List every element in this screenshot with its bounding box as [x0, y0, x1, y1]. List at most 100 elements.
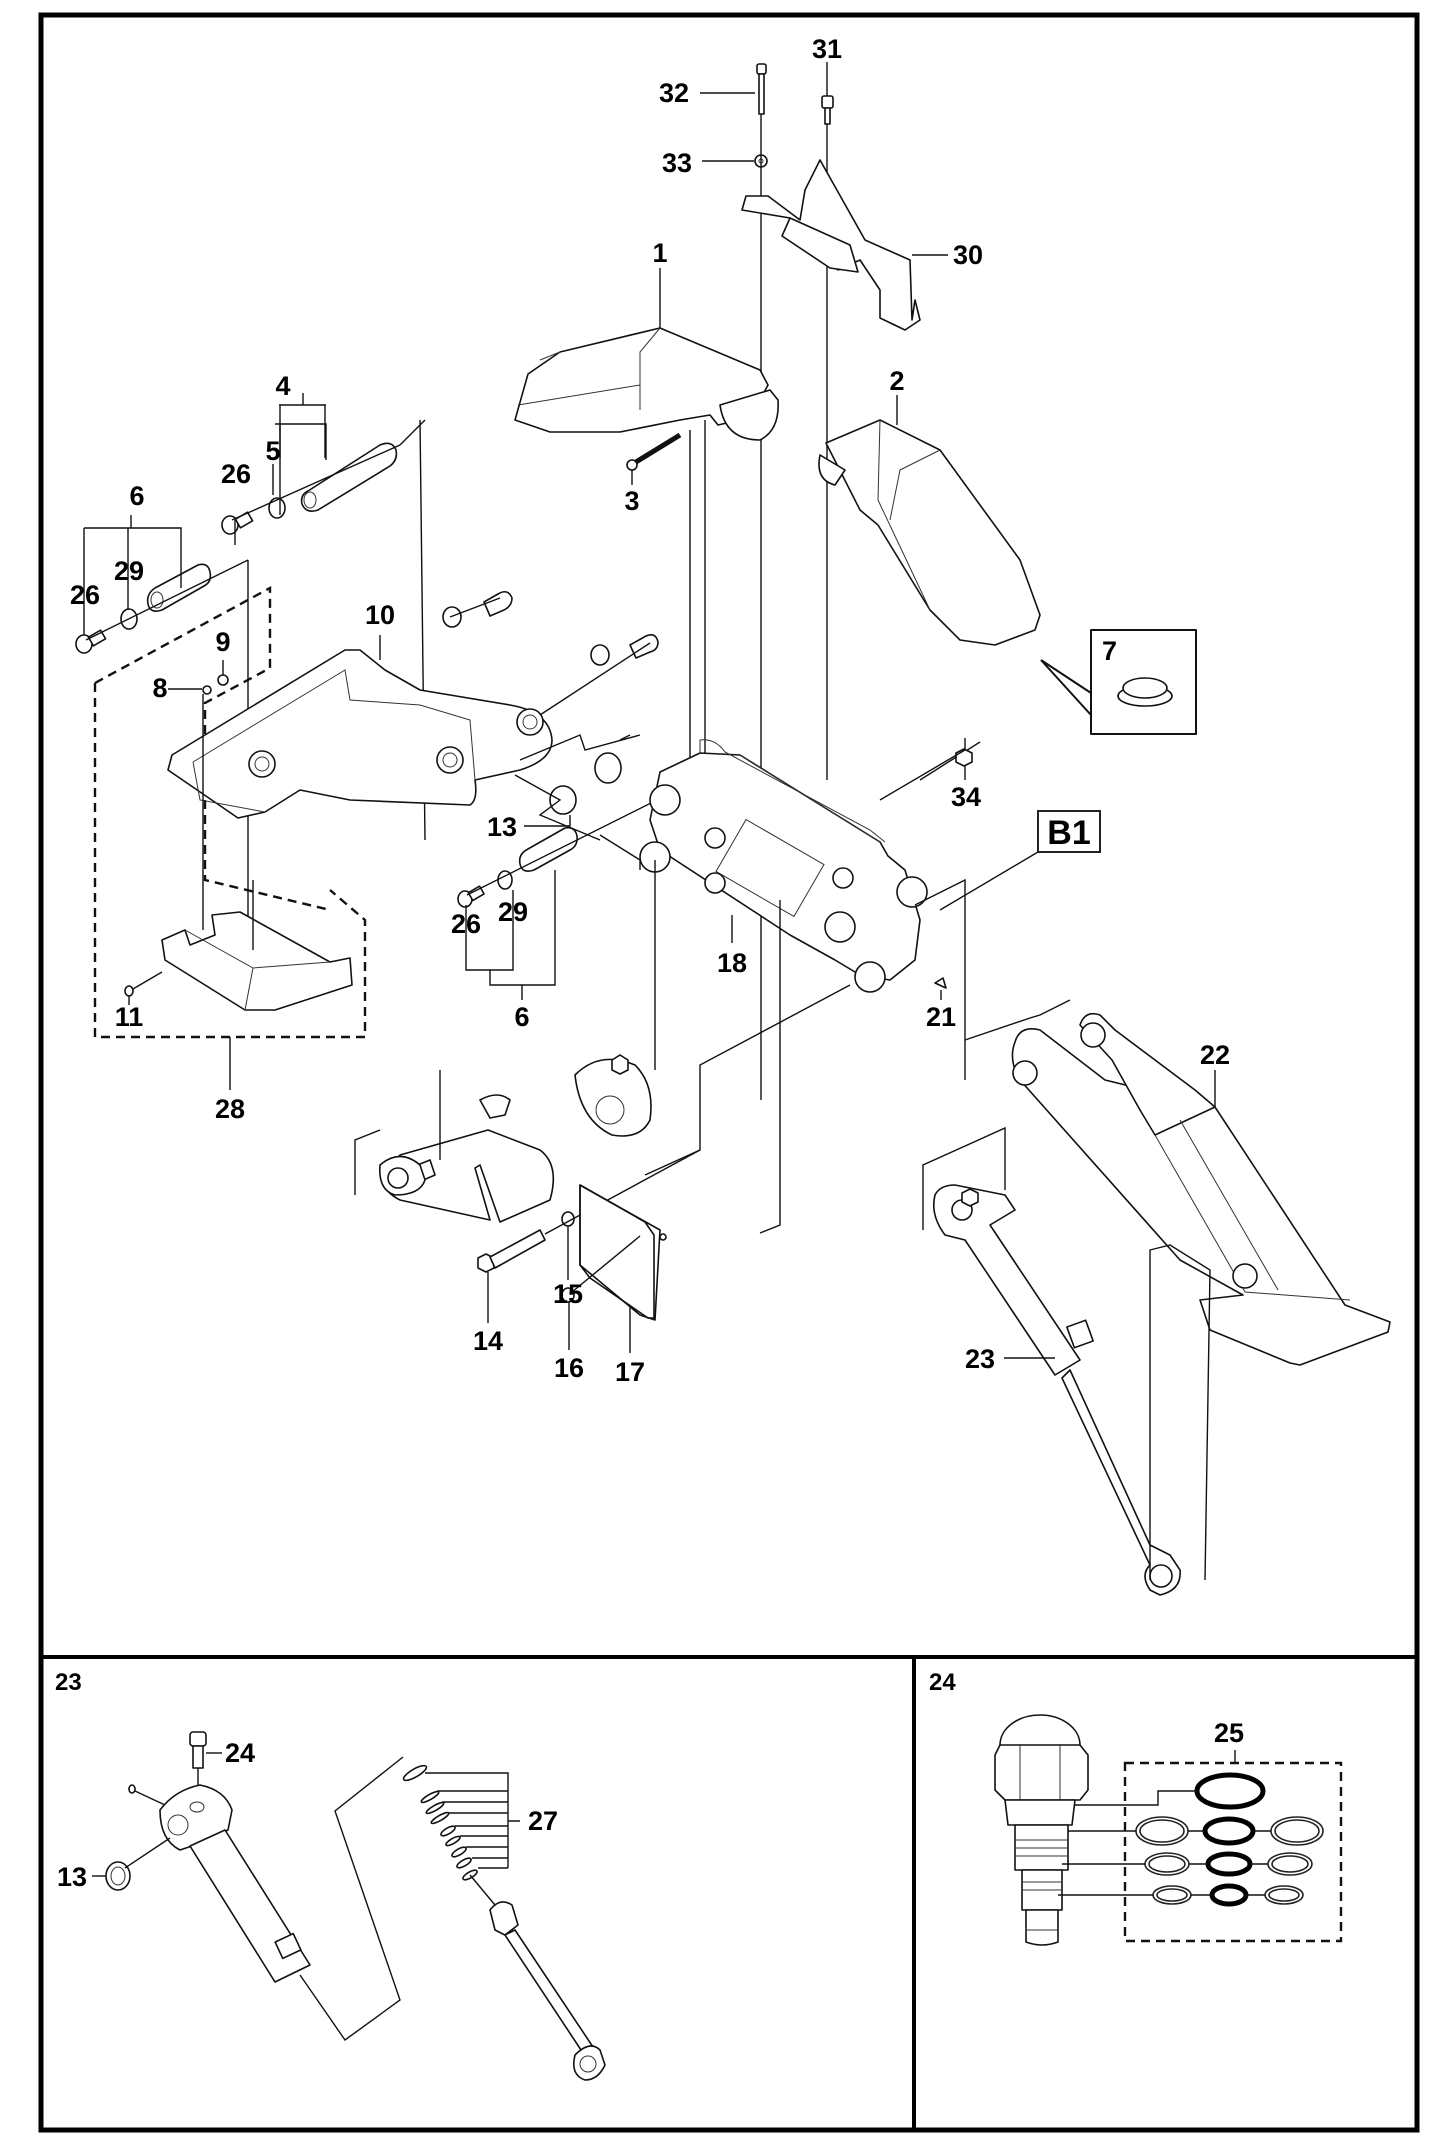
callout-21: 21 — [926, 1002, 956, 1032]
bolt-26-top — [221, 511, 254, 535]
nut-5 — [268, 497, 286, 519]
callout-16: 16 — [554, 1353, 584, 1383]
callout-26-left: 26 — [70, 580, 100, 610]
callout-32: 32 — [659, 78, 689, 108]
bracket-leader-6-center — [465, 870, 556, 1000]
bracket-leader-6-left — [83, 515, 182, 635]
detail-bracket-27 — [425, 1772, 520, 1869]
callout-10: 10 — [365, 600, 395, 630]
detail-piston-rod — [504, 1929, 596, 2057]
bolt-14 — [477, 1229, 546, 1273]
bracket-leader-4 — [275, 423, 327, 460]
bracket-30-flange — [781, 217, 859, 273]
detail-cylinder-body — [189, 1829, 311, 1983]
callout-15: 15 — [553, 1279, 583, 1309]
diagram-frame — [38, 12, 1420, 2133]
cylinder-23 — [932, 1184, 1081, 1376]
plate-17-front — [579, 1184, 655, 1319]
kit-box-28 — [93, 683, 367, 1039]
pin-4 — [300, 442, 398, 512]
callout-4: 4 — [275, 371, 290, 401]
pin-3 — [626, 432, 682, 471]
bushing-13 — [549, 752, 622, 815]
callout-2: 2 — [889, 366, 904, 396]
callout-31: 31 — [812, 34, 842, 64]
cylinder-23-rod — [1061, 1369, 1181, 1596]
washer-upper-1 — [442, 606, 462, 628]
bolt-26-center — [457, 885, 485, 908]
pin-6-left — [146, 563, 212, 612]
inset-box-7 — [1090, 629, 1197, 735]
detail-grease-nipple — [128, 1784, 136, 1794]
callout-33: 33 — [662, 148, 692, 178]
bolt-32 — [756, 63, 767, 115]
callout-26-center: 26 — [451, 909, 481, 939]
cap-7 — [1117, 677, 1173, 707]
detail-seal-leaders — [1058, 1790, 1271, 1896]
reference-box-b1 — [1037, 810, 1101, 853]
callout-34: 34 — [951, 782, 981, 812]
seal-kit-box-25 — [1123, 1761, 1343, 1943]
grease-nipple-21 — [934, 977, 947, 989]
cylinder-23-clamp — [1066, 1319, 1094, 1349]
callout-13: 13 — [487, 812, 517, 842]
callout-29-left: 29 — [114, 556, 144, 586]
step-plate — [161, 911, 353, 1011]
detail-seal-rings-25 — [1135, 1772, 1324, 1907]
detail-seal-kit-27 — [402, 1764, 478, 1881]
nut-34 — [955, 748, 973, 767]
bracket-18 — [649, 752, 921, 981]
detail-callout-24: 24 — [225, 1738, 255, 1768]
callout-labels: 31 32 33 30 1 2 3 4 5 26 6 29 26 9 8 10 … — [70, 34, 1230, 1387]
panel-title-24: 24 — [929, 1669, 956, 1696]
callout-9: 9 — [215, 627, 230, 657]
washer-8 — [202, 685, 212, 695]
bolt-31 — [821, 95, 834, 125]
callout-3: 3 — [624, 486, 639, 516]
panel-title-23: 23 — [55, 1669, 82, 1696]
callout-29-center: 29 — [498, 897, 528, 927]
nut-upper-2 — [590, 644, 610, 666]
detail-rod-eye — [572, 2045, 606, 2081]
arm-22 — [1011, 1028, 1391, 1366]
callout-30: 30 — [953, 240, 983, 270]
callout-17: 17 — [615, 1357, 645, 1387]
detail-callout-25: 25 — [1214, 1718, 1244, 1748]
reference-label-b1: B1 — [1047, 814, 1090, 852]
detail-piston — [489, 1901, 519, 1936]
callout-6-left: 6 — [129, 481, 144, 511]
callout-26-top: 26 — [221, 459, 251, 489]
bolt-upper-1 — [483, 590, 513, 617]
callout-23: 23 — [965, 1344, 995, 1374]
bolt-26-left — [75, 629, 107, 654]
callout-8: 8 — [152, 673, 167, 703]
screw-11 — [124, 985, 134, 997]
callout-1: 1 — [652, 238, 667, 268]
arm-22-top — [1079, 1012, 1216, 1136]
detail-callout-13: 13 — [57, 1862, 87, 1892]
screw-16 — [561, 1287, 575, 1303]
pin-6-center — [518, 826, 578, 872]
callout-18: 18 — [717, 948, 747, 978]
callout-22: 22 — [1200, 1040, 1230, 1070]
detail-plug-24 — [189, 1731, 207, 1769]
callout-5: 5 — [265, 436, 280, 466]
callout-6-center: 6 — [514, 1002, 529, 1032]
callout-14: 14 — [473, 1326, 503, 1356]
callout-28: 28 — [215, 1094, 245, 1124]
cover-1-hinge — [719, 389, 779, 441]
leader-13 — [524, 815, 571, 827]
cover-2-hinge — [818, 454, 846, 486]
leader-b1 — [939, 851, 1039, 911]
cylinder-left-fitting — [479, 1094, 511, 1119]
nut-9 — [217, 674, 229, 686]
cover-2 — [825, 419, 1041, 646]
callout-7: 7 — [1102, 636, 1117, 666]
detail-bushing-13 — [105, 1861, 131, 1891]
detail-valve-24 — [994, 1714, 1089, 1946]
detail-cylinder-head — [159, 1784, 233, 1851]
callout-11: 11 — [115, 1002, 144, 1032]
bracket-18-window — [715, 818, 825, 918]
detail-callout-27: 27 — [528, 1806, 558, 1836]
